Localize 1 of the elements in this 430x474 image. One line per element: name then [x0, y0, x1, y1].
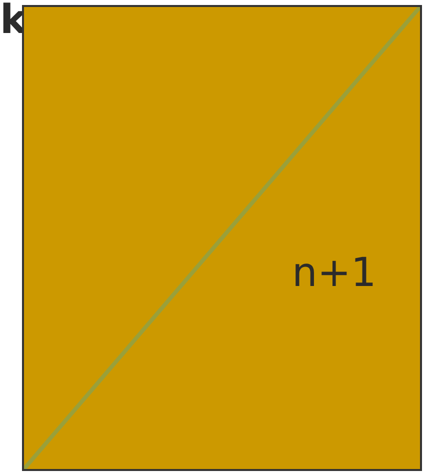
region-label: n+1: [292, 253, 376, 293]
